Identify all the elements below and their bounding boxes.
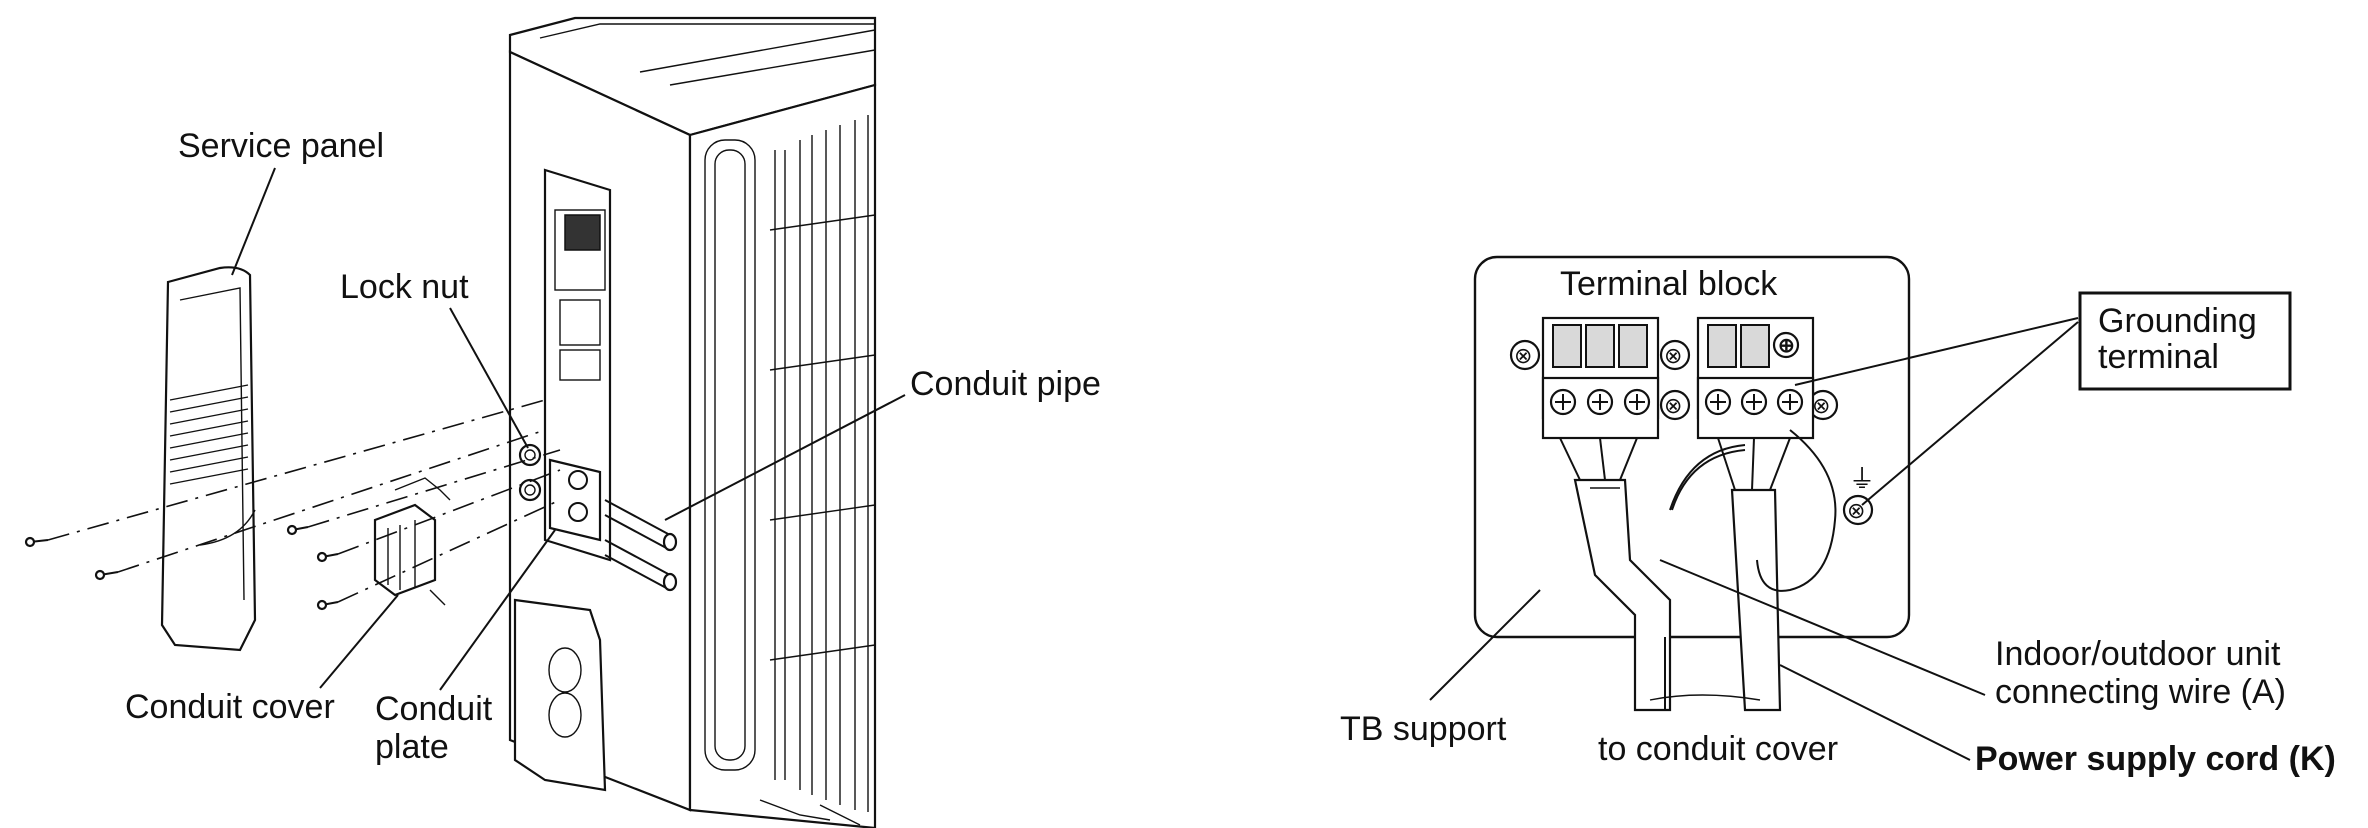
conduit-pipe-leader [664,394,906,521]
grounding-terminal-box [2078,291,2292,391]
svg-text:⏚: ⏚ [1849,464,1875,494]
connecting-wire-label-line1: Indoor/outdoor unit [1995,635,2281,673]
service-panel-leader [231,167,276,276]
terminal-block-label: Terminal block [1560,265,1778,303]
grounding-leader-1 [1794,317,2079,386]
lock-nut-leader [449,307,529,449]
lock-nut-parts [518,443,542,502]
grounding-terminal-label-line1: Grounding [2098,302,2257,340]
svg-text:⊗: ⊗ [1812,393,1830,418]
service-panel-illustration [160,266,257,652]
conduit-cover-leader [319,594,399,689]
to-conduit-cover-label: to conduit cover [1598,730,1838,768]
right-labels: Terminal block Grounding terminal TB sup… [1340,265,2336,778]
conduit-pipe-label: Conduit pipe [910,365,1101,403]
svg-text:⊗: ⊗ [1847,498,1865,523]
power-supply-cord-leader [1779,664,1971,761]
connecting-wire-leader [1659,559,1986,696]
service-panel-label: Service panel [178,127,384,165]
connecting-wire-label-line2: connecting wire (A) [1995,673,2286,711]
terminal-screws [1549,388,1804,416]
grounding-leader-2 [1861,321,2079,506]
conduit-plate-leader [439,529,556,691]
outdoor-unit-illustration [508,16,877,828]
svg-text:⊗: ⊗ [1514,343,1532,368]
conduit-cover-illustration [373,477,451,606]
conduit-plate-label-line2: plate [375,728,449,766]
power-supply-cord-label: Power supply cord (K) [1975,740,2336,778]
tb-support-leader [1429,589,1541,701]
svg-text:⊕: ⊕ [1778,335,1795,357]
conduit-plate-label-line1: Conduit [375,690,493,728]
svg-text:⊗: ⊗ [1664,343,1682,368]
left-labels: Service panel Lock nut Conduit pipe Cond… [125,127,1101,766]
alignment-lines [47,399,561,603]
tb-support-frame [1473,255,1911,639]
tb-support-label: TB support [1340,710,1507,748]
grounding-terminal-label-line2: terminal [2098,338,2219,376]
connecting-wire-cable [1559,437,1672,712]
service-panel-ribs [169,384,249,485]
conduit-cover-label: Conduit cover [125,688,335,726]
svg-text:⊗: ⊗ [1664,393,1682,418]
conduit-pipe-parts [604,499,678,592]
screws [24,524,339,611]
conduit-plate [548,458,602,542]
terminal-block-illustration: ⊕ ⊗ ⊗ ⊗ ⊗ [1473,255,1911,712]
rear-grille [769,115,876,812]
lock-nut-label: Lock nut [340,268,469,306]
